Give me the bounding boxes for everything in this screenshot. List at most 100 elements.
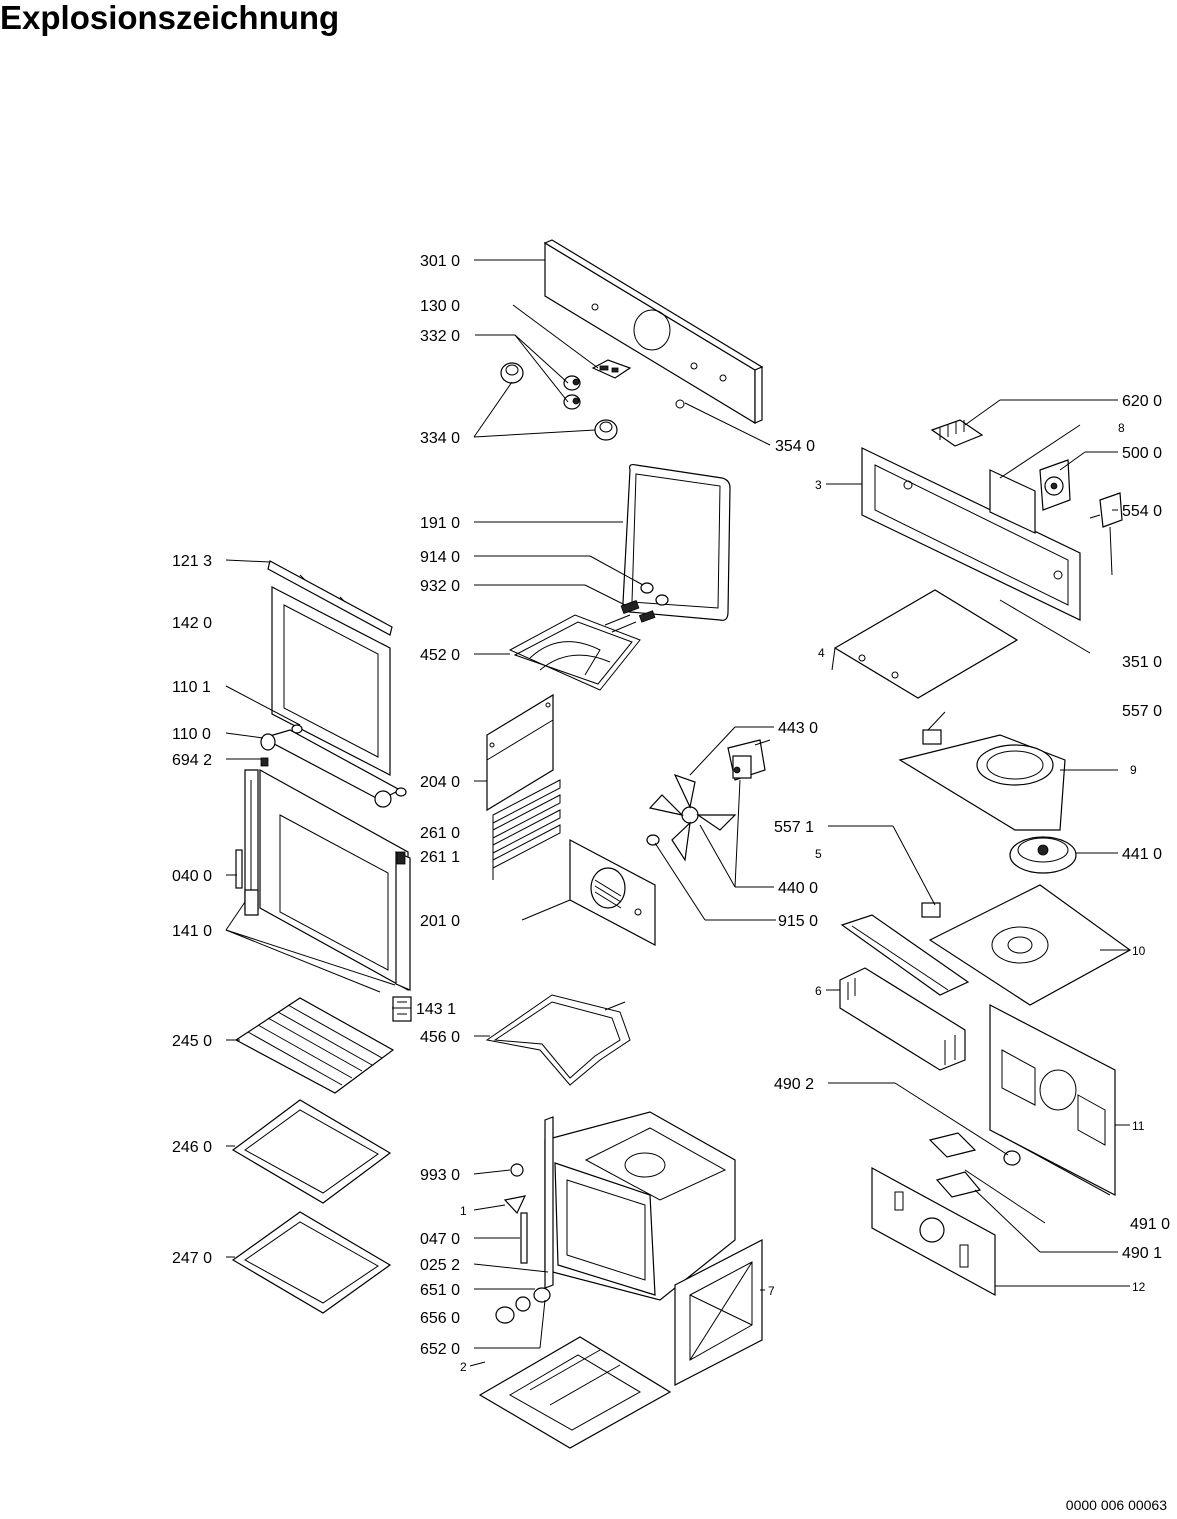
callout-914-0: 914 0 [420,549,460,566]
rear-cover-3-part [861,447,1081,621]
clip-694-part [260,757,269,767]
control-panel-part [543,239,764,425]
door-seal-part [622,463,731,621]
callout-246-0: 246 0 [172,1139,212,1156]
rail-5-part [840,914,970,996]
callout-652-0: 652 0 [420,1341,460,1358]
callout-491-0: 491 0 [1130,1216,1170,1233]
callout-6: 6 [815,984,822,998]
rear-panel-11-part [989,1004,1116,1196]
callout-332-0: 332 0 [420,328,460,345]
callout-351-0: 351 0 [1122,654,1162,671]
callout-142-0: 142 0 [172,615,212,632]
leader-lines [225,259,1130,1367]
callout-10: 10 [1132,944,1146,958]
callout-110-0: 110 0 [172,726,211,743]
callout-456-0: 456 0 [420,1029,460,1046]
callout-554-0: 554 0 [1122,503,1162,520]
callout-500-0: 500 0 [1122,445,1162,462]
small-fittings-part [495,1163,551,1324]
callout-245-0: 245 0 [172,1033,212,1050]
top-heating-element-part [508,614,641,691]
callout-2: 2 [460,1360,467,1374]
bottom-panel-part [478,1336,672,1449]
callout-993-0: 993 0 [420,1167,460,1184]
base-plate-10-part [928,884,1132,1006]
callout-110-1: 110 1 [172,679,211,696]
oven-cavity-part [544,1111,736,1301]
callout-5: 5 [815,847,822,861]
rack-rails-part [492,779,561,880]
callout-201-0: 201 0 [420,913,460,930]
door-top-strip-part [267,560,393,636]
callout-191-0: 191 0 [420,515,460,532]
switch-620-part [930,419,984,447]
baking-tray-246-part [231,1099,392,1204]
callout-11: 11 [1132,1119,1145,1133]
fan-cover-part [569,839,656,946]
callout-441-0: 441 0 [1122,846,1162,863]
outer-door-part [235,768,411,992]
knob-332-part [563,375,581,410]
washer-spring-part [620,582,669,623]
clip-5571-part [921,902,941,918]
timer-500-part [1039,459,1071,511]
callout-121-3: 121 3 [172,553,212,570]
callout-12: 12 [1132,1280,1146,1294]
wire-rack-part [234,997,395,1094]
plate-4-part [831,589,1019,699]
bottom-heating-element-part [485,994,631,1086]
callout-651-0: 651 0 [420,1282,460,1299]
callout-334-0: 334 0 [420,430,460,447]
callout-694-2: 694 2 [172,752,212,769]
knob-4902-part [1003,1150,1021,1166]
fan-motor-part [727,739,771,781]
callout-9: 9 [1130,763,1137,777]
side-panel-7-part [674,1239,763,1386]
thermostat-554-part [1089,492,1123,576]
callout-7: 7 [768,1284,775,1298]
callout-141-0: 141 0 [172,923,212,940]
callout-143-1: 143 1 [416,1001,456,1018]
terminal-block-part [928,1132,982,1198]
callout-8: 8 [1118,421,1125,435]
callout-261-0: 261 0 [420,825,460,842]
callout-261-1: 261 1 [420,849,460,866]
baking-tray-247-part [231,1211,392,1314]
fan-blade-part [646,773,737,862]
hinge-143-part [392,996,412,1022]
door-handle-part [260,724,407,808]
callout-247-0: 247 0 [172,1250,212,1267]
callout-620-0: 620 0 [1122,393,1162,410]
document-number: 0000 006 00063 [1065,1497,1167,1513]
callout-130-0: 130 0 [420,298,460,315]
page-title: Explosionszeichnung [0,0,340,36]
clip-557-part [922,729,942,745]
callout-040-0: 040 0 [172,868,212,885]
callout-490-1: 490 1 [1122,1245,1162,1262]
callout-915-0: 915 0 [778,913,818,930]
callout-025-2: 025 2 [420,1257,460,1274]
callout-354-0: 354 0 [775,438,815,455]
fan-housing-9-part [898,734,1066,831]
callout-452-0: 452 0 [420,647,460,664]
callout-557-0: 557 0 [1122,703,1162,720]
back-plate-12-part [871,1166,996,1297]
callout-301-0: 301 0 [420,253,460,270]
callout-443-0: 443 0 [778,720,818,737]
callout-047-0: 047 0 [420,1231,460,1248]
side-rack-204-part [486,693,554,812]
panel-bracket-part [591,359,632,379]
callout-4: 4 [818,646,825,660]
radial-fan-441-part [1009,836,1077,874]
callout-3: 3 [815,478,822,492]
callout-204-0: 204 0 [420,774,460,791]
callout-656-0: 656 0 [420,1310,460,1327]
callout-557-1: 557 1 [774,819,814,836]
callout-1: 1 [460,1204,467,1218]
vent-bracket-6-part [839,967,966,1071]
callout-440-0: 440 0 [778,880,818,897]
callout-490-2: 490 2 [774,1076,814,1093]
callout-932-0: 932 0 [420,578,460,595]
